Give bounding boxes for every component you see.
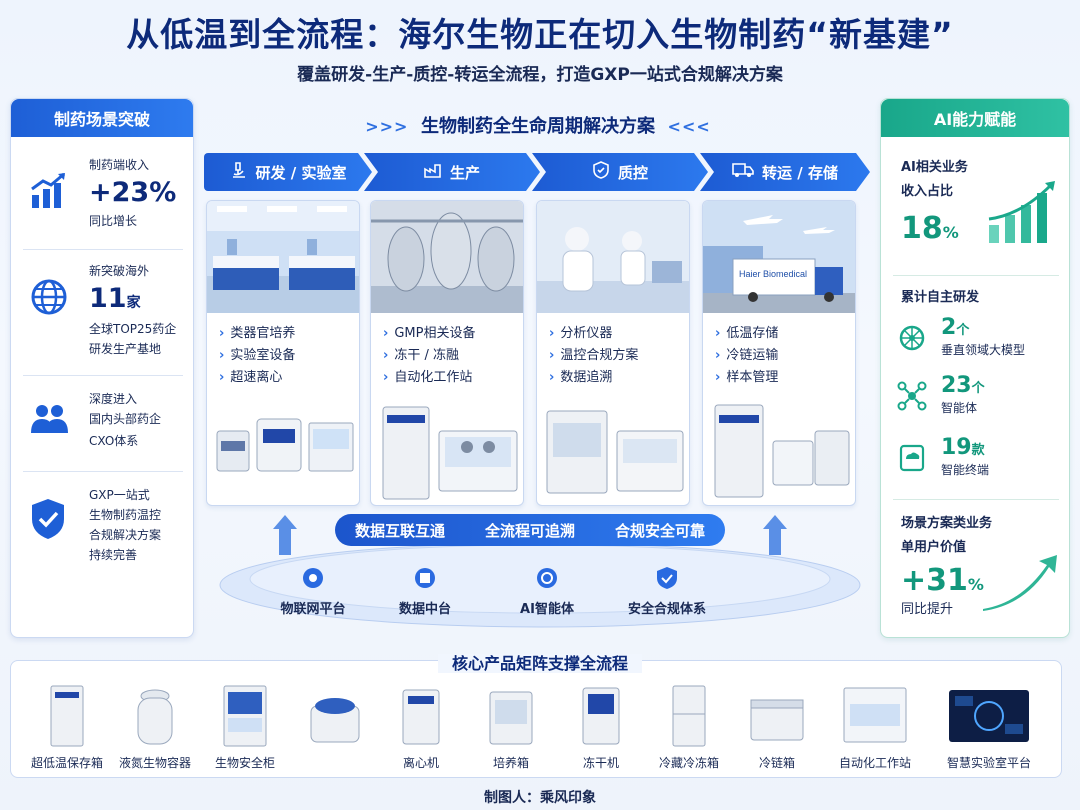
divider — [23, 471, 183, 472]
production-equipment-image — [371, 401, 523, 505]
shield-icon — [592, 161, 610, 183]
left-item-revenue: 制药端收入 +23% 同比增长 — [11, 149, 195, 244]
factory-icon — [424, 161, 442, 183]
transport-photo: Haier Biomedical — [703, 201, 855, 313]
divider — [893, 499, 1059, 500]
research-terminals: 19款 智能终端 — [897, 435, 1067, 481]
qc-photo — [537, 201, 689, 313]
product-automated-workstation: 自动化工作站 — [830, 684, 920, 771]
lab-photo — [207, 201, 359, 313]
divider — [893, 275, 1059, 276]
revenue-growth-value: +23% — [89, 177, 177, 208]
stage-tab-transport: 转运 / 存储 — [700, 153, 870, 191]
globe-icon — [29, 277, 69, 321]
page-title: 从低温到全流程：海尔生物正在切入生物制药“新基建” — [126, 15, 954, 54]
stage-card-rnd: 类器官培养 实验室设备 超速离心 — [206, 200, 360, 506]
research-agents: 23个 智能体 — [897, 373, 1067, 419]
shield-check-icon — [29, 497, 67, 545]
left-item-overseas: 新突破海外 11家 全球TOP25药企 研发生产基地 — [11, 257, 195, 372]
data-center-icon — [412, 568, 438, 594]
product-cold-chain-box: 冷链箱 — [732, 684, 822, 771]
compliance-icon — [654, 567, 680, 594]
divider — [23, 375, 183, 376]
rnd-equipment-image — [207, 401, 359, 505]
production-photo — [371, 201, 523, 313]
cloud-terminal-icon — [897, 443, 927, 477]
truck-icon — [732, 162, 754, 182]
page-subtitle: 覆盖研发-生产-质控-转运全流程，打造GXP一站式合规解决方案 — [297, 65, 783, 85]
stage-tab-rnd: 研发 / 实验室 — [204, 153, 372, 191]
product-freeze-dryer: 冻干机 — [556, 684, 646, 771]
microscope-icon — [230, 161, 248, 183]
bar-chart-growth-icon — [29, 171, 69, 215]
product-biosafety-cabinet: 生物安全柜 — [200, 684, 290, 771]
platform-ai-agent: AI智能体 — [492, 566, 602, 617]
double-chevron-left-icon: <<< — [667, 117, 711, 136]
network-icon — [897, 381, 927, 415]
double-chevron-right-icon: >>> — [365, 117, 409, 136]
product-ultra-low-freezer: 超低温保存箱 — [22, 684, 112, 771]
transport-equipment-image — [703, 401, 855, 505]
stage-card-transport: Haier Biomedical 低温存储 冷链运输 样本管理 — [702, 200, 856, 506]
product-incubator: 培养箱 — [466, 684, 556, 771]
platform-compliance: 安全合规体系 — [612, 566, 722, 617]
stage-card-production: GMP相关设备 冻干 / 冻融 自动化工作站 — [370, 200, 524, 506]
left-item-gxp: GXP一站式 生物制药温控 合规解决方案 持续完善 — [11, 483, 195, 583]
stage-card-qc: 分析仪器 温控合规方案 数据追溯 — [536, 200, 690, 506]
data-capability-pill: 数据互联互通 全流程可追溯 合规安全可靠 — [335, 514, 725, 546]
production-item-list: GMP相关设备 冻干 / 冻融 自动化工作站 — [383, 323, 475, 389]
neural-wheel-icon — [897, 323, 927, 357]
stage-tab-production: 生产 — [364, 153, 540, 191]
center-section-title: >>> 生物制药全生命周期解决方案 <<< — [365, 116, 711, 137]
scene-value-growth: +31% — [901, 563, 984, 598]
truck-brand-text: Haier Biomedical — [739, 269, 807, 279]
trend-arrow-icon — [981, 553, 1061, 617]
transport-item-list: 低温存储 冷链运输 样本管理 — [715, 323, 778, 389]
platform-data-center: 数据中台 — [370, 566, 480, 617]
right-panel-ai: AI能力赋能 AI相关业务 收入占比 18% 累计自主研发 2个 垂直领域大模型… — [880, 98, 1070, 638]
left-panel-scene-breakthrough: 制药场景突破 制药端收入 +23% 同比增长 新突破 — [10, 98, 194, 638]
qc-item-list: 分析仪器 温控合规方案 数据追溯 — [549, 323, 638, 389]
ai-revenue-share: 18% — [901, 211, 959, 246]
overseas-count: 11家 — [89, 283, 141, 314]
product-centrifuge-benchtop — [290, 684, 380, 754]
platform-iot: 物联网平台 — [258, 566, 368, 617]
growth-bars-icon — [985, 179, 1061, 249]
right-panel-title: AI能力赋能 — [881, 99, 1069, 137]
credit-line: 制图人：乘风印象 — [484, 790, 596, 806]
research-llm: 2个 垂直领域大模型 — [897, 315, 1067, 361]
rnd-item-list: 类器官培养 实验室设备 超速离心 — [219, 323, 295, 389]
product-fridge-freezer: 冷藏冷冻箱 — [644, 684, 734, 771]
product-centrifuge: 离心机 — [376, 684, 466, 771]
iot-icon — [300, 568, 326, 594]
product-liquid-nitrogen-container: 液氮生物容器 — [110, 684, 200, 771]
bottom-section-title: 核心产品矩阵支撑全流程 — [0, 650, 1080, 674]
product-smart-lab-platform: 智慧实验室平台 — [944, 684, 1034, 771]
stage-tab-qc: 质控 — [532, 153, 708, 191]
users-icon — [29, 401, 69, 441]
qc-equipment-image — [537, 401, 689, 505]
left-panel-title: 制药场景突破 — [11, 99, 193, 137]
left-item-cxo: 深度进入 国内头部药企 CXO体系 — [11, 385, 195, 465]
divider — [23, 249, 183, 250]
ai-agent-icon — [534, 568, 560, 594]
